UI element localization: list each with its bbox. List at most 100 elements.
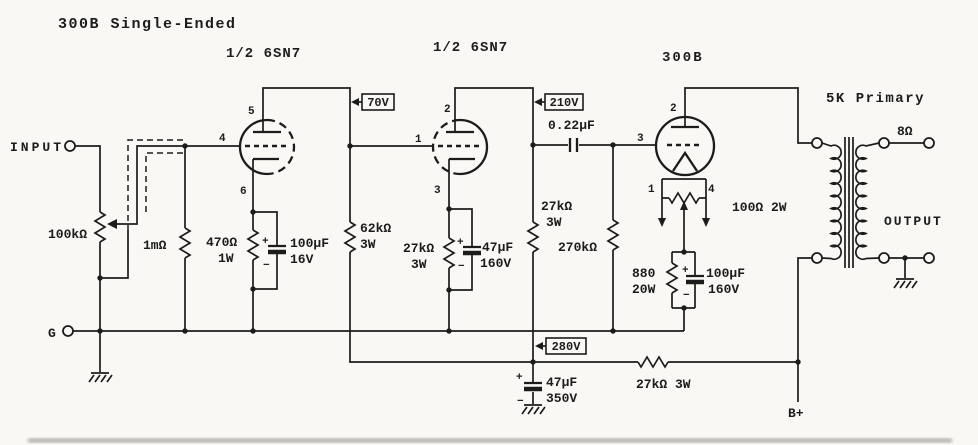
junction-dot [530, 142, 536, 148]
t1-plate-resistor [344, 221, 356, 253]
polarity-marks: + − + − + − + − [262, 236, 690, 408]
t2-cap-plus: + [457, 237, 464, 249]
grid-leak-resistor [179, 227, 191, 259]
capacitors [268, 138, 704, 389]
wire-input-to-pot [75, 145, 101, 212]
t2-plate-resistor [527, 221, 539, 253]
input-label: INPUT [10, 140, 64, 155]
output-hot-terminal[interactable] [923, 137, 935, 149]
junction-dot [182, 328, 188, 334]
t2-cath-c-value: 47μF [482, 240, 513, 255]
t2-pin-plate: 2 [444, 104, 451, 116]
coupling-cap [568, 138, 579, 152]
pin-numbers: 5 4 6 2 1 3 2 3 1 4 [219, 103, 715, 198]
bplus-dropper-resistor [637, 356, 669, 368]
t1-cathode-resistor [247, 229, 259, 261]
arrows [107, 201, 710, 229]
secondary-impedance-label: 8Ω [897, 124, 913, 139]
junction-dot [446, 328, 452, 334]
t1-pin-plate: 5 [248, 106, 255, 118]
coupling-cap-value: 0.22μF [548, 118, 595, 133]
t3-cap-plus: + [682, 265, 689, 277]
t2-cath-r-watt: 3W [411, 257, 427, 272]
hum-pot-value: 100Ω 2W [732, 200, 787, 215]
ground-symbols [88, 278, 918, 415]
psu-cap-minus: − [517, 396, 524, 408]
output-label: OUTPUT [884, 214, 943, 229]
t1-cap-minus: − [263, 260, 270, 272]
junction-dot [250, 328, 256, 334]
ground-symbol-output [893, 278, 918, 289]
t3-pin-grid: 3 [637, 133, 644, 145]
junction-dot [182, 143, 188, 149]
hum-pot-wiper-arrow [680, 201, 688, 210]
t2-cap-minus: − [458, 261, 465, 273]
hum-pot-left-arrow [658, 218, 666, 227]
junction-dot [795, 359, 801, 365]
t3-cathode-cap [686, 276, 704, 282]
t2-pin-grid: 1 [415, 134, 422, 146]
input-terminal[interactable] [64, 140, 76, 152]
psu-filter-cap [524, 383, 542, 389]
t3-cath-r-watt: 20W [632, 282, 656, 297]
t2-cathode-resistor [443, 237, 455, 269]
psu-cap-value: 47μF [546, 375, 577, 390]
junction-dot [681, 249, 687, 255]
t2-plate-r-value: 27kΩ [541, 199, 572, 214]
bplus-label: B+ [788, 406, 804, 421]
dropper-r-value: 27kΩ 3W [636, 377, 691, 392]
ground-label: G [48, 326, 56, 341]
t1-cath-r-value: 470Ω [206, 235, 237, 250]
callout-arrow-70v [351, 98, 359, 106]
t1-cath-c-value: 100μF [290, 236, 329, 251]
t1-envelope-dashed [266, 118, 296, 176]
t3-envelope [654, 115, 716, 177]
t3-grid-r-value: 270kΩ [558, 240, 597, 255]
tube-t3-300b [654, 115, 716, 177]
tube-t1-half-6sn7 [238, 118, 296, 176]
t3-cap-minus: − [683, 290, 690, 302]
wire-t3-plate-to-opt [684, 87, 812, 144]
output-transformer [821, 137, 880, 268]
grid-leak-value: 1mΩ [143, 238, 167, 253]
shield-dashed-inner [145, 152, 183, 216]
t2-envelope-solid [459, 118, 489, 176]
junction-dot [97, 328, 103, 334]
t1-cath-r-watt: 1W [218, 251, 234, 266]
volume-pot-body[interactable] [94, 211, 106, 243]
ground-symbol-psu [521, 404, 546, 415]
junction-dot [250, 286, 256, 292]
t1-cathode-cap [268, 246, 286, 252]
labels: 300B Single-Ended 1/2 6SN7 1/2 6SN7 300B… [10, 16, 943, 421]
t1-pin-cathode: 6 [240, 186, 247, 198]
shield-dashed-outer [127, 139, 183, 230]
t1-pin-grid: 4 [219, 133, 226, 145]
voltage-callouts: 70V 210V 280V [351, 93, 587, 355]
t1-envelope-solid [238, 118, 268, 176]
wire-opt-primary-bottom-bplus [797, 257, 812, 402]
psu-cap-volt: 350V [546, 391, 577, 406]
output-return-terminal[interactable] [923, 252, 935, 264]
pot-wiper-arrow [107, 219, 117, 229]
t3-cath-c-volt: 160V [708, 282, 739, 297]
callout-arrow-280v [535, 342, 543, 350]
t1-cap-plus: + [262, 236, 269, 248]
wire-t1-cath-cap-branch [253, 211, 278, 290]
opt-primary-coil [821, 142, 842, 261]
t3-pin-fil-left: 1 [648, 184, 655, 196]
psu-cap-plus: + [516, 372, 523, 384]
junction-dot [610, 328, 616, 334]
ground-symbol-input [88, 372, 113, 383]
junction-dot [681, 305, 687, 311]
ground-terminal[interactable] [62, 325, 74, 337]
voltage-70v: 70V [367, 96, 389, 110]
hum-pot-right-arrow [702, 218, 710, 227]
junction-dot [446, 287, 452, 293]
voltage-210v: 210V [550, 96, 580, 110]
t3-cath-c-value: 100μF [706, 266, 745, 281]
opt-secondary-top-terminal [878, 137, 890, 149]
t1-label: 1/2 6SN7 [226, 46, 301, 62]
t3-filament-bar [672, 150, 698, 172]
opt-secondary-bottom-terminal [878, 252, 890, 264]
wire-shield-ground [100, 230, 129, 279]
